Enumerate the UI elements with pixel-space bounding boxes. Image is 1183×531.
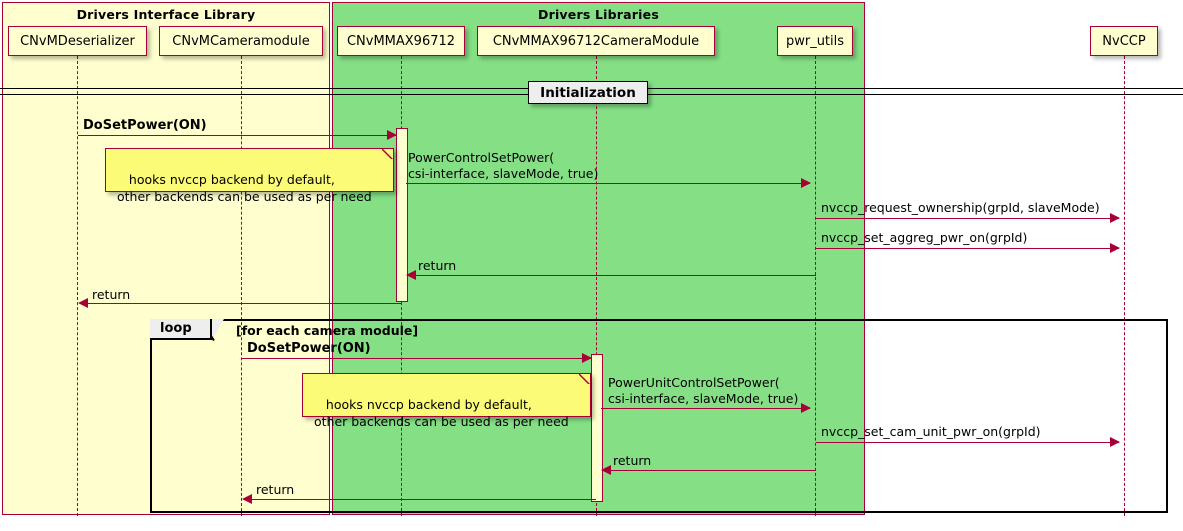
message-line-nvccp-request-ownership — [816, 218, 1119, 219]
message-arrowhead-powerunitcontrolsetpower — [801, 403, 811, 413]
message-line-return-1 — [412, 275, 816, 276]
participant-label: NvCCP — [1102, 33, 1146, 49]
message-line-return-3 — [607, 470, 816, 471]
note-line-1: hooks nvccp backend by default, — [325, 397, 532, 412]
note-fold-2 — [578, 374, 589, 385]
loop-frame — [150, 319, 1168, 513]
message-label-powerunitcontrolsetpower-line1: PowerUnitControlSetPower( — [608, 375, 780, 390]
participant-label: pwr_utils — [785, 33, 845, 49]
activation-cnvmmax96712cameramodule — [591, 354, 603, 502]
message-arrowhead-return-3 — [601, 465, 611, 475]
group-drivers-interface-library: Drivers Interface Library — [2, 2, 330, 515]
message-label-powerunitcontrolsetpower-line2: csi-interface, slaveMode, true) — [608, 391, 799, 406]
message-line-return-2 — [84, 303, 401, 304]
message-arrowhead-nvccp-set-cam-unit-pwr-on — [1110, 437, 1120, 447]
group-title-drivers-interface-library: Drivers Interface Library — [76, 7, 256, 22]
message-label-nvccp-set-aggreg-pwr-on: nvccp_set_aggreg_pwr_on(grpId) — [821, 230, 1028, 245]
participant-cnvmcameramodule[interactable]: CNvMCameramodule — [159, 26, 323, 56]
message-line-powerunitcontrolsetpower — [601, 408, 810, 409]
lifeline-cnvmdeserializer — [77, 56, 78, 516]
participant-nvccp[interactable]: NvCCP — [1090, 26, 1158, 56]
message-arrowhead-dosetpower-on-1 — [387, 130, 397, 140]
message-arrowhead-nvccp-set-aggreg-pwr-on — [1110, 243, 1120, 253]
message-arrowhead-nvccp-request-ownership — [1110, 213, 1120, 223]
message-arrowhead-return-2 — [78, 298, 88, 308]
message-label-powercontrolsetpower-line2: csi-interface, slaveMode, true) — [408, 166, 599, 181]
message-arrowhead-return-1 — [406, 270, 416, 280]
divider-initialization: Initialization — [528, 81, 648, 104]
note-line-1: hooks nvccp backend by default, — [128, 172, 335, 187]
message-label-return-1: return — [418, 258, 457, 273]
lifeline-pwr-utils — [815, 56, 816, 516]
participant-label: CNvMDeserializer — [20, 33, 135, 49]
note-line-2: other backends can be used as per need — [310, 414, 569, 429]
participant-label: CNvMCameramodule — [172, 33, 310, 49]
loop-frame-guard: [for each camera module] — [236, 323, 419, 338]
loop-frame-tab-clip — [212, 319, 224, 340]
note-line-2: other backends can be used as per need — [113, 189, 372, 204]
group-title-drivers-libraries: Drivers Libraries — [538, 7, 659, 22]
loop-frame-tab: loop — [150, 319, 212, 340]
loop-frame-tab-diagonal — [211, 319, 227, 342]
note-fold-1 — [381, 149, 392, 160]
message-label-powercontrolsetpower-line1: PowerControlSetPower( — [408, 150, 555, 165]
message-line-nvccp-set-cam-unit-pwr-on — [816, 442, 1119, 443]
participant-pwr-utils[interactable]: pwr_utils — [777, 26, 853, 56]
message-line-nvccp-set-aggreg-pwr-on — [816, 248, 1119, 249]
message-label-nvccp-set-cam-unit-pwr-on: nvccp_set_cam_unit_pwr_on(grpId) — [821, 424, 1041, 439]
note-hooks-nvccp-backend-2: hooks nvccp backend by default, other ba… — [302, 373, 591, 429]
lifeline-nvccp — [1124, 56, 1125, 516]
participant-cnvmmax96712cameramodule[interactable]: CNvMMAX96712CameraModule — [477, 26, 715, 56]
message-label-dosetpower-on-2: DoSetPower(ON) — [247, 341, 371, 356]
message-label-return-4: return — [256, 482, 295, 497]
lifeline-cnvmmax96712cameramodule — [596, 56, 597, 516]
divider-label: Initialization — [540, 84, 636, 101]
message-line-powercontrolsetpower — [406, 183, 810, 184]
message-label-return-3: return — [613, 453, 652, 468]
message-arrowhead-powercontrolsetpower — [801, 178, 811, 188]
activation-cnvmmax96712 — [396, 128, 408, 302]
message-line-dosetpower-on-2 — [242, 358, 591, 359]
note-hooks-nvccp-backend-1: hooks nvccp backend by default, other ba… — [105, 148, 394, 204]
message-label-nvccp-request-ownership: nvccp_request_ownership(grpId, slaveMode… — [821, 200, 1100, 215]
loop-frame-label: loop — [160, 321, 192, 336]
lifeline-cnvmcameramodule — [241, 56, 242, 516]
message-arrowhead-dosetpower-on-2 — [582, 353, 592, 363]
participant-cnvmdeserializer[interactable]: CNvMDeserializer — [8, 26, 147, 56]
participant-cnvmmax96712[interactable]: CNvMMAX96712 — [337, 26, 465, 56]
message-label-dosetpower-on-1: DoSetPower(ON) — [83, 118, 207, 133]
message-line-dosetpower-on-1 — [78, 135, 396, 136]
participant-label: CNvMMAX96712 — [346, 33, 456, 49]
participant-label: CNvMMAX96712CameraModule — [492, 33, 700, 49]
message-line-return-4 — [248, 499, 596, 500]
message-arrowhead-return-4 — [242, 494, 252, 504]
message-label-return-2: return — [92, 287, 131, 302]
